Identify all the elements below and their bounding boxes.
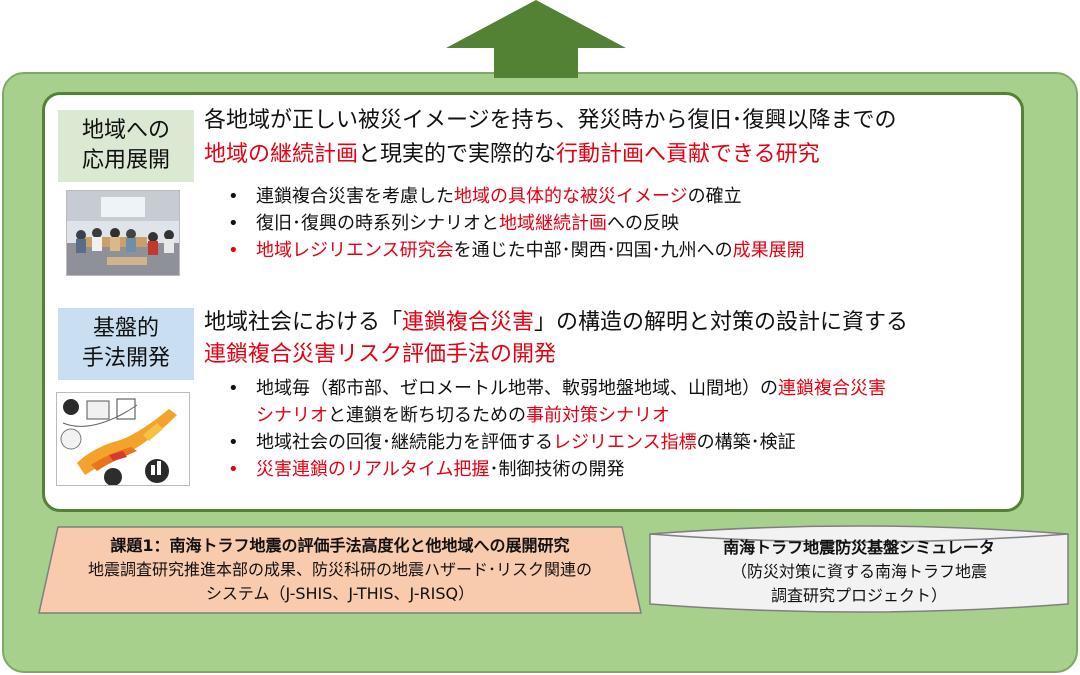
list-item: • 地域レジリエンス研究会を通じた中部･関西･四国･九州への成果展開 bbox=[228, 237, 805, 264]
task1-box: 課題1：南海トラフ地震の評価手法高度化と他地域への展開研究 地震調査研究推進本部… bbox=[38, 526, 642, 614]
bullet-dot: • bbox=[228, 213, 239, 234]
headline-black-text: と現実的で実際的な bbox=[358, 142, 557, 167]
up-arrow-icon bbox=[446, 0, 626, 78]
bullet-dot: • bbox=[228, 432, 239, 453]
bullet-dot: • bbox=[228, 186, 239, 207]
task1-line2: 地震調査研究推進本部の成果、防災科研の地震ハザード･リスク関連の bbox=[87, 560, 592, 579]
bullet-highlight: 地域の具体的な被災イメージ bbox=[454, 186, 688, 207]
simulator-line2: （防災対策に資する南海トラフ地震 bbox=[730, 562, 987, 581]
bullet-highlight: 連鎖複合災害 bbox=[778, 378, 886, 399]
simulator-line3: 調査研究プロジェクト） bbox=[770, 586, 947, 605]
application-headline-line1: 各地域が正しい被災イメージを持ち、発災時から復旧･復興以降までの bbox=[204, 108, 897, 133]
list-item: • 災害連鎖のリアルタイム把握･制御技術の開発 bbox=[228, 456, 886, 483]
headline-text: 地域社会における「 bbox=[204, 310, 403, 335]
method-bullet-list: • 地域毎（都市部、ゼロメートル地帯、軟弱地盤地域、山間地）の連鎖複合災害 シナリ… bbox=[228, 375, 886, 483]
headline-red-action-plan: 行動計画へ貢献できる研究 bbox=[556, 142, 820, 167]
list-item: • 復旧･復興の時系列シナリオと地域継続計画への反映 bbox=[228, 210, 805, 237]
bullet-dot: • bbox=[228, 240, 239, 261]
simulator-box: 南海トラフ地震防災基盤シミュレータ （防災対策に資する南海トラフ地震 調査研究プ… bbox=[648, 522, 1070, 616]
bullet-text: の確立 bbox=[687, 186, 742, 207]
method-label: 基盤的 手法開発 bbox=[58, 308, 194, 380]
headline-red-compound-disaster: 連鎖複合災害 bbox=[402, 310, 535, 335]
bullet-dot: • bbox=[228, 459, 239, 480]
bullet-text: と連鎖を断ち切るための bbox=[328, 405, 526, 426]
bullet-dot: • bbox=[228, 378, 239, 399]
task1-line3: システム（J-SHIS、J-THIS、J-RISQ） bbox=[205, 584, 475, 603]
bullet-highlight: レジリエンス指標 bbox=[553, 432, 697, 453]
bullet-text: への反映 bbox=[607, 213, 679, 234]
list-item: • 地域社会の回復･継続能力を評価するレジリエンス指標の構築･検証 bbox=[228, 429, 886, 456]
simulator-text: 南海トラフ地震防災基盤シミュレータ （防災対策に資する南海トラフ地震 調査研究プ… bbox=[648, 536, 1070, 608]
application-headline-line2: 地域の継続計画と現実的で実際的な行動計画へ貢献できる研究 bbox=[204, 140, 820, 170]
bullet-highlight: 成果展開 bbox=[732, 240, 805, 261]
application-bullet-list: • 連鎖複合災害を考慮した地域の具体的な被災イメージの確立 • 復旧･復興の時系列シ… bbox=[228, 183, 805, 264]
bullet-text: 地域社会の回復･継続能力を評価する bbox=[256, 432, 553, 453]
headline-text: 」の構造の解明と対策の設計に資する bbox=[534, 310, 909, 335]
workshop-photo bbox=[66, 190, 180, 276]
bullet-highlight: シナリオ bbox=[256, 405, 328, 426]
bullet-text: 復旧･復興の時系列シナリオと bbox=[256, 213, 499, 234]
bullet-text: ･制御技術の開発 bbox=[489, 459, 625, 480]
bullet-text: 地域毎（都市部、ゼロメートル地帯、軟弱地盤地域、山間地）の bbox=[256, 378, 778, 399]
task1-title: 課題1：南海トラフ地震の評価手法高度化と他地域への展開研究 bbox=[110, 536, 570, 555]
bullet-highlight: 地域継続計画 bbox=[499, 213, 607, 234]
bullet-highlight: 事前対策シナリオ bbox=[526, 405, 670, 426]
method-headline-line2: 連鎖複合災害リスク評価手法の開発 bbox=[204, 342, 557, 367]
bullet-text: 連鎖複合災害を考慮した bbox=[256, 186, 454, 207]
headline-red-bcp: 地域の継続計画 bbox=[204, 142, 359, 167]
bullet-text: の構築･検証 bbox=[696, 432, 796, 453]
list-item: • 連鎖複合災害を考慮した地域の具体的な被災イメージの確立 bbox=[228, 183, 805, 210]
simulator-title: 南海トラフ地震防災基盤シミュレータ bbox=[723, 538, 995, 557]
inner-panel bbox=[42, 92, 1024, 512]
bullet-highlight: 地域レジリエンス研究会 bbox=[256, 240, 454, 261]
task1-text: 課題1：南海トラフ地震の評価手法高度化と他地域への展開研究 地震調査研究推進本部… bbox=[38, 534, 642, 606]
bullet-highlight: 災害連鎖のリアルタイム把握 bbox=[256, 459, 490, 480]
application-label: 地域への 応用展開 bbox=[58, 110, 194, 182]
hazard-map-image bbox=[56, 392, 190, 486]
list-item: シナリオと連鎖を断ち切るための事前対策シナリオ bbox=[228, 402, 886, 429]
method-headline-line1: 地域社会における「連鎖複合災害」の構造の解明と対策の設計に資する bbox=[204, 308, 908, 338]
list-item: • 地域毎（都市部、ゼロメートル地帯、軟弱地盤地域、山間地）の連鎖複合災害 bbox=[228, 375, 886, 402]
bullet-text: を通じた中部･関西･四国･九州への bbox=[453, 240, 733, 261]
